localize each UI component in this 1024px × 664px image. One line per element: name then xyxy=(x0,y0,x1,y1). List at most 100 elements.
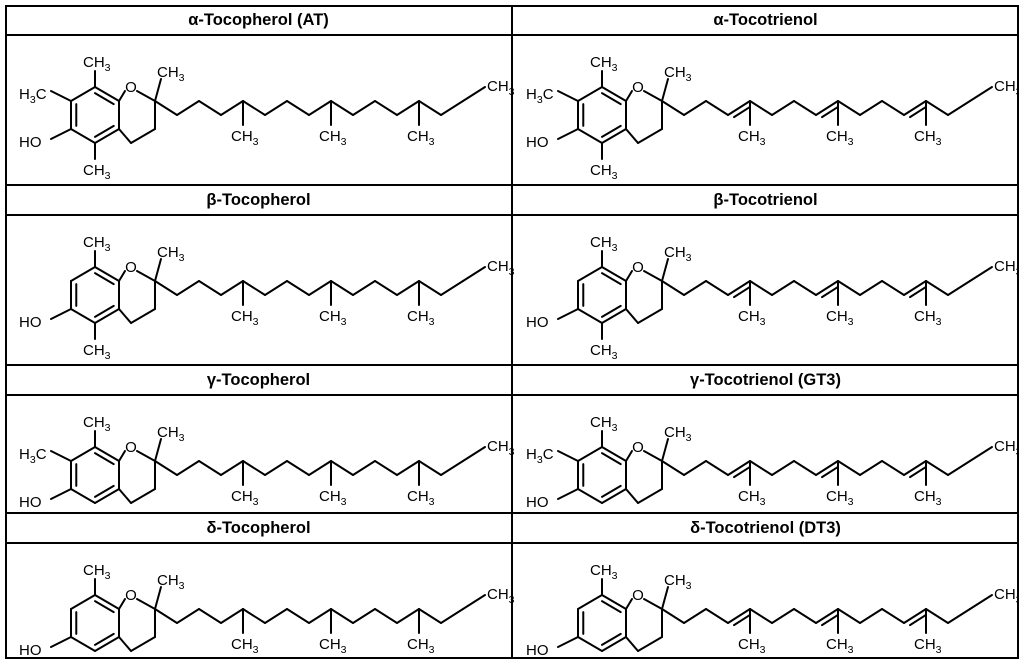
chain-bond xyxy=(881,608,905,624)
aromatic-bond xyxy=(601,446,627,462)
ring-bond xyxy=(136,450,156,462)
chain-bond xyxy=(705,100,729,116)
chain-bond xyxy=(264,280,288,296)
chain-bond xyxy=(198,100,222,116)
methyl-label: CH3 xyxy=(407,128,435,148)
chain-bond xyxy=(727,460,751,476)
methyl-label: CH3 xyxy=(157,424,185,444)
chain-bond xyxy=(286,100,310,116)
aromatic-double-bond xyxy=(601,452,622,466)
chain-bond xyxy=(837,280,861,296)
chain-bond xyxy=(837,460,861,476)
methyl-label: CH3 xyxy=(319,128,347,148)
chain-double-bond xyxy=(732,286,751,299)
methyl-label: CH3 xyxy=(407,488,435,508)
methyl-label: CH3 xyxy=(319,488,347,508)
methyl-label: H3C xyxy=(526,446,554,466)
chain-bond xyxy=(727,280,751,296)
chain-bond xyxy=(308,460,332,476)
chain-bond xyxy=(727,100,751,116)
chain-bond xyxy=(925,280,949,296)
chain-bond xyxy=(969,86,993,102)
chain-double-bond xyxy=(820,614,839,627)
chain-bond xyxy=(220,280,244,296)
chain-bond xyxy=(198,280,222,296)
chain-bond xyxy=(947,608,971,624)
chain-bond xyxy=(462,594,486,610)
chain-bond xyxy=(308,280,332,296)
chain-bond xyxy=(683,100,707,116)
compound-name: δ-Tocotrienol (DT3) xyxy=(690,518,841,537)
aromatic-bond xyxy=(94,636,120,652)
chain-bond xyxy=(242,100,266,116)
chain-bond xyxy=(969,594,993,610)
aromatic-double-bond xyxy=(94,92,115,106)
methyl-label: CH3 xyxy=(83,562,111,582)
ring-oxygen-label: O xyxy=(632,259,644,276)
methyl-label: CH3 xyxy=(157,572,185,592)
chain-bond xyxy=(793,608,817,624)
ring-bond xyxy=(118,270,126,282)
chain-bond xyxy=(462,266,486,282)
aromatic-bond xyxy=(70,636,96,652)
hydroxyl-label: HO xyxy=(526,642,549,659)
aromatic-bond xyxy=(577,488,603,504)
methyl-label: CH3 xyxy=(407,308,435,328)
chain-bond xyxy=(462,446,486,462)
methyl-label: CH3 xyxy=(157,64,185,84)
ring-oxygen-label: O xyxy=(125,259,137,276)
hydroxyl-label: HO xyxy=(19,642,42,659)
chain-bond xyxy=(749,280,773,296)
ring-bond xyxy=(136,90,156,102)
chain-bond xyxy=(220,100,244,116)
methyl-label: CH3 xyxy=(590,414,618,434)
aromatic-bond xyxy=(94,128,120,144)
methyl-label: CH3 xyxy=(826,488,854,508)
methyl-label: CH3 xyxy=(83,162,111,182)
chain-bond xyxy=(947,100,971,116)
hydroxyl-bond xyxy=(557,308,579,320)
chain-bond xyxy=(925,608,949,624)
chain-bond xyxy=(308,100,332,116)
methyl-label: CH3 xyxy=(994,258,1019,278)
chain-bond xyxy=(837,100,861,116)
methyl-label: CH3 xyxy=(914,488,942,508)
hydroxyl-label: HO xyxy=(19,134,42,151)
ring-bond xyxy=(118,308,132,324)
aromatic-bond xyxy=(601,86,627,102)
compound-name: β-Tocopherol xyxy=(206,190,311,209)
chain-bond xyxy=(815,460,839,476)
aromatic-bond xyxy=(601,636,627,652)
chain-bond xyxy=(242,280,266,296)
aromatic-bond xyxy=(601,266,627,282)
chain-bond xyxy=(286,460,310,476)
chain-bond xyxy=(837,608,861,624)
ring-bond xyxy=(643,90,663,102)
chain-bond xyxy=(330,608,354,624)
aromatic-bond xyxy=(577,86,603,102)
aromatic-bond xyxy=(577,446,603,462)
chain-double-bond xyxy=(908,466,927,479)
methyl-label: CH3 xyxy=(83,342,111,362)
aromatic-bond xyxy=(94,446,120,462)
chain-bond xyxy=(859,608,883,624)
chain-bond xyxy=(881,280,905,296)
methyl-label: CH3 xyxy=(157,244,185,264)
methyl-label: H3C xyxy=(19,446,47,466)
ring-oxygen-label: O xyxy=(125,587,137,604)
chain-bond xyxy=(683,280,707,296)
ring-bond xyxy=(637,488,663,504)
aromatic-double-bond xyxy=(94,452,115,466)
chain-bond xyxy=(771,460,795,476)
chain-bond xyxy=(154,460,178,476)
ring-bond xyxy=(643,450,663,462)
chain-bond xyxy=(330,280,354,296)
aromatic-double-bond xyxy=(94,600,115,614)
chain-bond xyxy=(396,608,420,624)
ring-bond xyxy=(625,636,639,652)
chain-bond xyxy=(793,100,817,116)
